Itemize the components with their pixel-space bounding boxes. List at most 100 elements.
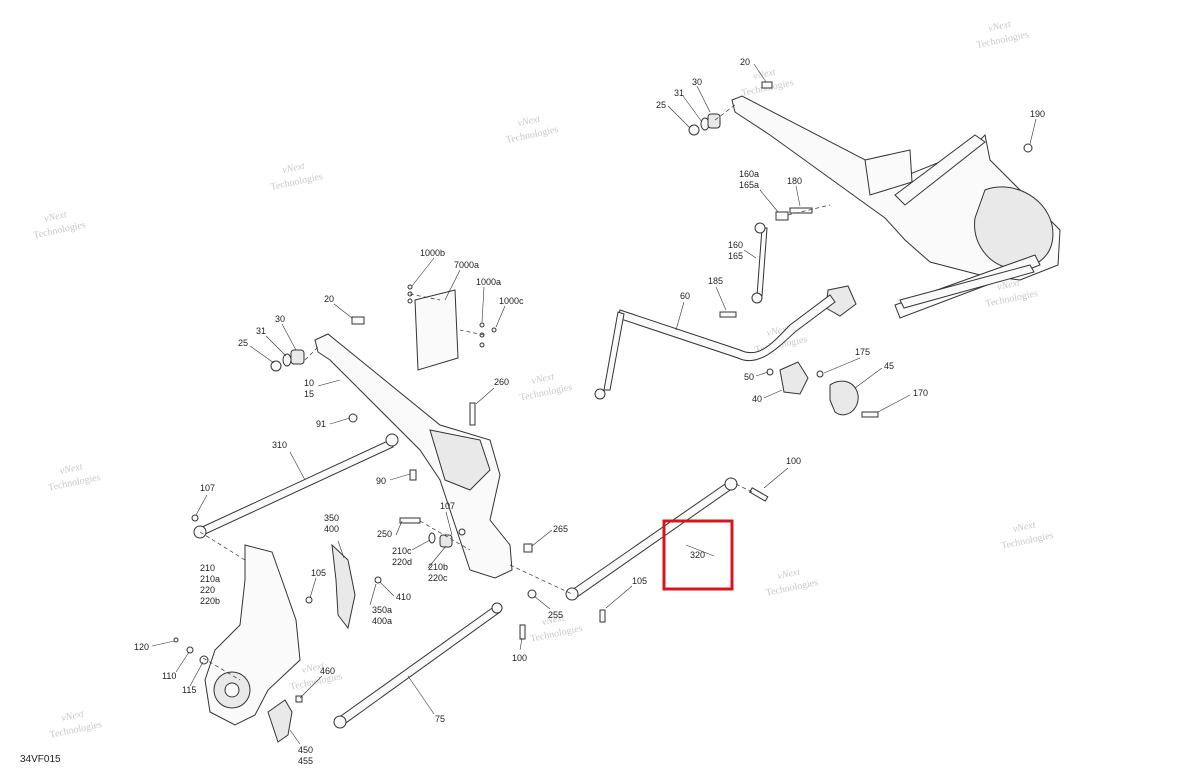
watermark-line2: Technologies bbox=[1000, 530, 1054, 552]
bolt-20-left bbox=[351, 316, 365, 325]
dashed-line bbox=[409, 293, 441, 301]
callout-label: 210c bbox=[392, 546, 412, 556]
leader-line bbox=[289, 729, 301, 745]
callout-label: 1000b bbox=[420, 248, 445, 258]
callout-labels: 20 30 31 25 190 160a 165a 180 160 165 18… bbox=[134, 57, 1045, 766]
callout-label: 50 bbox=[744, 372, 754, 382]
guard-450 bbox=[267, 699, 293, 743]
callout-label: 220d bbox=[392, 557, 412, 567]
callout-label: 450 bbox=[298, 745, 313, 755]
bolt-20-right bbox=[761, 81, 773, 89]
screw-50 bbox=[766, 368, 774, 376]
leader-line bbox=[427, 545, 447, 569]
watermark-line2: Technologies bbox=[765, 577, 819, 599]
nut-460 bbox=[295, 695, 303, 703]
callout-label: 1000c bbox=[499, 296, 524, 306]
link-160-bottom-eye bbox=[751, 292, 763, 304]
callout-label: 210a bbox=[200, 574, 220, 584]
dashed-line bbox=[735, 483, 753, 493]
right-upper-arm bbox=[894, 134, 986, 206]
callout-label: 25 bbox=[238, 338, 248, 348]
leader-line bbox=[389, 473, 411, 481]
watermark-line1: vNext bbox=[777, 566, 802, 582]
watermark: vNext Technologies bbox=[765, 566, 819, 599]
leader-line bbox=[289, 451, 306, 481]
watermark-line1: vNext bbox=[517, 114, 542, 130]
leader-line bbox=[795, 185, 801, 207]
leader-line bbox=[407, 675, 435, 715]
watermark: vNext Technologies bbox=[32, 209, 86, 241]
callout-label: 210 bbox=[200, 563, 215, 573]
callout-label: 107 bbox=[440, 501, 455, 511]
leader-line bbox=[281, 323, 297, 351]
callout-label: 31 bbox=[256, 326, 266, 336]
leader-line bbox=[605, 585, 633, 609]
callout-label: 10 bbox=[304, 378, 314, 388]
nut-1000a bbox=[479, 342, 485, 348]
left-trailing-arm-assembly bbox=[314, 289, 513, 579]
dashed-line bbox=[787, 204, 831, 216]
link-160-top-eye bbox=[754, 222, 766, 234]
leader-line bbox=[151, 640, 175, 647]
leader-line bbox=[481, 286, 485, 323]
clip-120 bbox=[173, 637, 179, 643]
callout-label: 455 bbox=[298, 756, 313, 766]
dashed-line bbox=[714, 104, 736, 121]
control-arm-75-rod bbox=[337, 605, 501, 726]
bolt-250 bbox=[399, 517, 421, 524]
callout-label: 350a bbox=[372, 605, 392, 615]
leader-line bbox=[317, 379, 341, 387]
middle-fasteners bbox=[399, 517, 533, 553]
bolt-90 bbox=[409, 469, 417, 481]
bolt-160a bbox=[775, 211, 789, 221]
watermark-line1: vNext bbox=[43, 209, 68, 225]
callout-label: 220b bbox=[200, 596, 220, 606]
bracket-40 bbox=[779, 361, 809, 395]
callout-label: 180 bbox=[787, 176, 802, 186]
watermark-line1: vNext bbox=[541, 612, 566, 628]
leader-line bbox=[753, 63, 767, 83]
leader-line bbox=[445, 511, 453, 536]
watermark: vNext Technologies bbox=[1000, 520, 1054, 552]
control-arm-75 bbox=[333, 589, 537, 729]
watermark-line1: vNext bbox=[60, 708, 85, 724]
bolt-170 bbox=[861, 411, 879, 418]
callout-label: 90 bbox=[376, 476, 386, 486]
watermark-line1: vNext bbox=[996, 277, 1021, 293]
callout-label: 185 bbox=[708, 276, 723, 286]
leader-line bbox=[715, 286, 727, 311]
callout-label: 165 bbox=[728, 251, 743, 261]
leader-line bbox=[854, 367, 883, 389]
watermark: vNext Technologies bbox=[270, 161, 324, 193]
arm-310-eye-top bbox=[385, 433, 399, 447]
mudguard-screws bbox=[407, 284, 497, 348]
callout-label: 460 bbox=[320, 666, 335, 676]
leader-line bbox=[823, 357, 861, 374]
watermark: vNext Technologies bbox=[505, 114, 559, 146]
watermarks: vNext Technologies vNext Technologies vN… bbox=[32, 19, 1054, 741]
control-arm-320-rod bbox=[571, 481, 734, 598]
watermark-line1: vNext bbox=[281, 161, 306, 177]
callout-label: 220 bbox=[200, 585, 215, 595]
callout-label: 400 bbox=[324, 524, 339, 534]
right-top-fasteners bbox=[688, 81, 1033, 318]
leader-line bbox=[175, 651, 190, 673]
control-arm-310-rod bbox=[199, 439, 394, 536]
callout-label: 120 bbox=[134, 642, 149, 652]
leader-line bbox=[379, 581, 395, 597]
link-160 bbox=[756, 227, 768, 297]
leader-line bbox=[444, 269, 461, 301]
callout-label: 107 bbox=[200, 483, 215, 493]
leader-line bbox=[265, 335, 287, 357]
callout-label: 250 bbox=[377, 529, 392, 539]
callout-label: 350 bbox=[324, 513, 339, 523]
nut-175 bbox=[816, 370, 824, 378]
callout-label: 410 bbox=[396, 592, 411, 602]
clamp-45 bbox=[829, 380, 859, 416]
leader-line bbox=[333, 303, 353, 319]
watermark: vNext Technologies bbox=[47, 461, 101, 493]
callout-label: 160 bbox=[728, 240, 743, 250]
leader-line bbox=[329, 417, 351, 425]
dashed-line bbox=[509, 564, 573, 595]
shield-350 bbox=[331, 543, 356, 630]
